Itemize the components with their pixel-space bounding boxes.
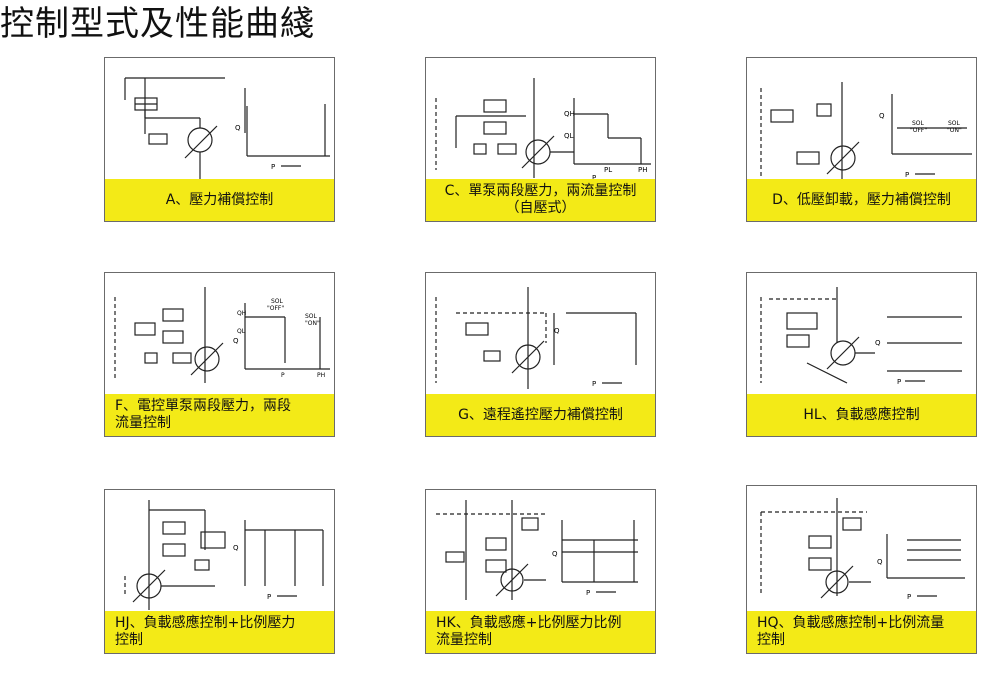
card-label: F、電控單泵兩段壓力，兩段 流量控制 [105,394,334,436]
axis-q-label: Q [233,544,239,552]
schematic-a: Q P [124,77,330,181]
card-f-electric-dual: QH QL Q SOL "OFF" SOL "ON" P PH F、電控單泵兩段… [104,272,335,437]
card-label: HL、負載感應控制 [747,394,976,436]
qh-label: QH [564,110,575,118]
ph-label: PH [638,166,648,174]
ql-label: QL [564,132,574,140]
axis-q-label: Q [552,550,558,558]
card-c-dual-pressure-flow: QH QL PL PH P C、單泵兩段壓力，兩流量控制 （自壓式） [425,57,656,222]
card-label: HJ、負載感應控制+比例壓力 控制 [105,611,334,653]
card-hk-load-sensing-proportional-pressure-flow: Q P HK、負載感應+比例壓力比例 流量控制 [425,489,656,654]
axis-q-label: Q [879,112,885,120]
card-label: HK、負載感應+比例壓力比例 流量控制 [426,611,655,653]
axis-q-label: Q [554,327,560,335]
axis-p-label: P [592,380,596,388]
axis-p-label: P [267,593,271,601]
pl-label: PL [604,166,612,174]
axis-p-label: P [586,589,590,597]
schematic-hj: Q P [124,500,324,610]
ql-label: QL [237,328,246,335]
card-hj-load-sensing-proportional-pressure: Q P HJ、負載感應控制+比例壓力 控制 [104,489,335,654]
axis-q-label: Q [233,337,239,345]
axis-q-label: Q [877,558,883,566]
axis-p-label: P [897,378,901,386]
sol-label: SOL [948,120,961,127]
ph-label: PH [317,372,325,379]
axis-p-label: P [281,372,285,379]
schematic-hk: Q P [436,500,638,600]
axis-q-label: Q [235,124,241,132]
schematic-f: QH QL Q SOL "OFF" SOL "ON" P PH [114,287,330,383]
schematic-hq: Q P [760,498,965,601]
on-label: "ON" [947,127,962,134]
on-label: "ON" [305,320,320,327]
schematic-c: QH QL PL PH P [435,78,651,182]
qh-label: QH [237,310,246,317]
sol-label: SOL [912,120,925,127]
card-label: C、單泵兩段壓力，兩流量控制 （自壓式） [426,179,655,221]
card-label: HQ、負載感應控制+比例流量 控制 [747,611,976,653]
axis-q-label: Q [875,339,881,347]
axis-p-label: P [907,593,911,601]
card-hl-load-sensing: Q P HL、負載感應控制 [746,272,977,437]
sol-label: SOL [305,313,318,320]
card-a-pressure-compensation: Q P A、壓力補償控制 [104,57,335,222]
schematic-hl: Q P [760,287,962,386]
axis-p-label: P [271,163,275,171]
sol-label: SOL [271,298,284,305]
off-label: "OFF" [267,305,284,312]
card-label: D、低壓卸載，壓力補償控制 [747,179,976,221]
axis-p-label: P [592,174,596,182]
page-title: 控制型式及性能曲綫 [0,4,315,44]
schematic-g: Q P [435,287,637,389]
card-d-unloading: Q SOL "OFF" SOL "ON" P D、低壓卸載，壓力補償控制 [746,57,977,222]
card-g-remote-pressure: Q P G、遠程遙控壓力補償控制 [425,272,656,437]
card-label: G、遠程遙控壓力補償控制 [426,394,655,436]
off-label: "OFF" [910,127,927,134]
card-label: A、壓力補償控制 [105,179,334,221]
card-hq-load-sensing-proportional-flow: Q P HQ、負載感應控制+比例流量 控制 [746,485,977,654]
schematic-d: Q SOL "OFF" SOL "ON" P [760,82,972,180]
axis-p-label: P [905,171,909,179]
